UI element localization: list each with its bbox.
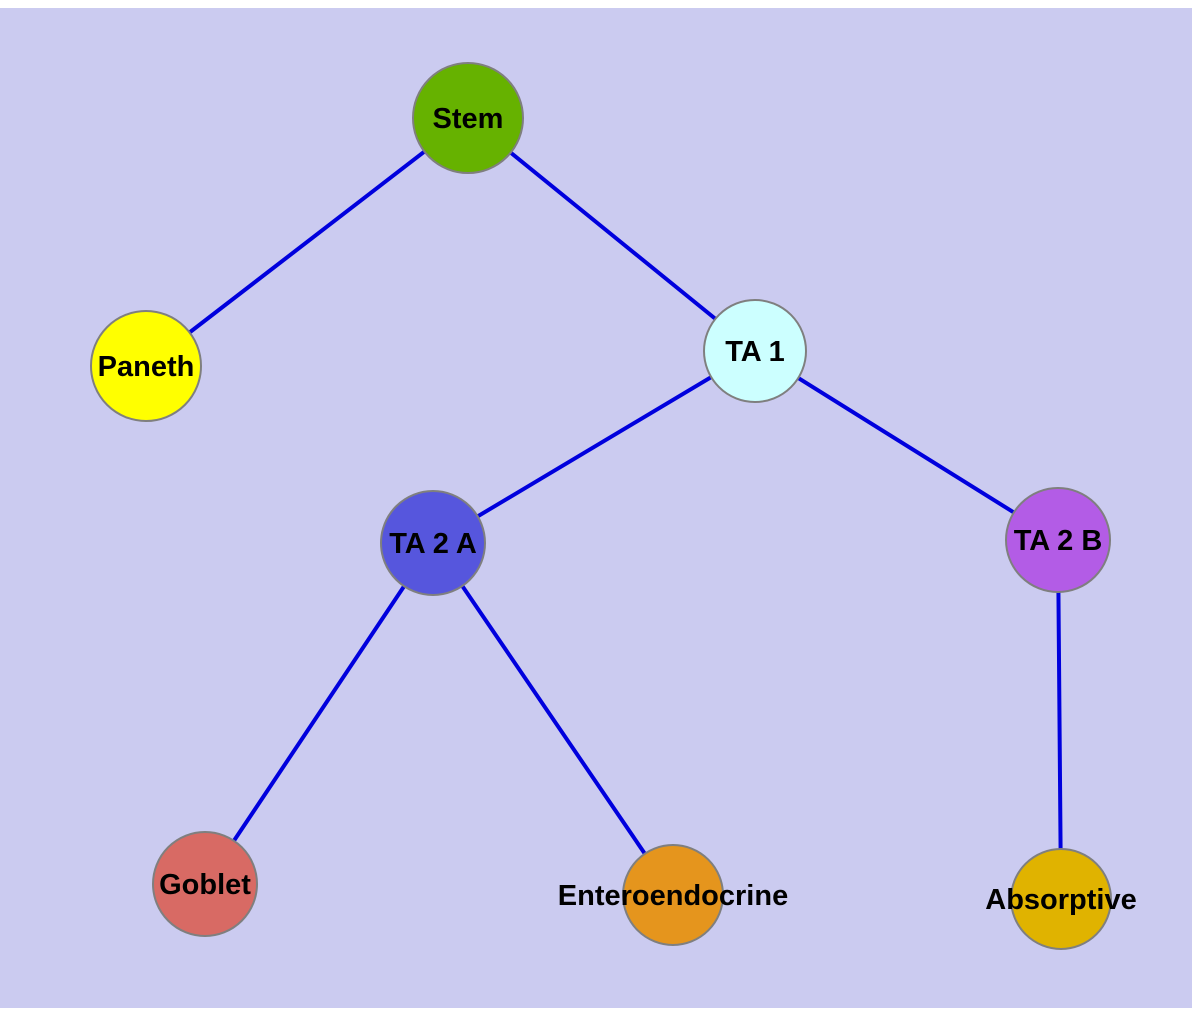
edge-ta2b-absorptive	[1056, 538, 1063, 901]
node-paneth[interactable]: Paneth	[90, 310, 202, 422]
node-ta2a[interactable]: TA 2 A	[380, 490, 486, 596]
node-goblet[interactable]: Goblet	[152, 831, 258, 937]
node-ta2b[interactable]: TA 2 B	[1005, 487, 1111, 593]
edge-ta1-ta2b	[753, 349, 1060, 542]
edge-ta1-ta2a	[431, 349, 757, 545]
node-circle-paneth[interactable]	[90, 310, 202, 422]
node-circle-stem[interactable]	[412, 62, 524, 174]
node-circle-goblet[interactable]	[152, 831, 258, 937]
edge-stem-paneth	[144, 116, 470, 368]
node-ta1[interactable]: TA 1	[703, 299, 807, 403]
node-circle-ta2b[interactable]	[1005, 487, 1111, 593]
node-circle-ta1[interactable]	[703, 299, 807, 403]
edge-ta2a-goblet	[203, 541, 435, 886]
node-circle-ta2a[interactable]	[380, 490, 486, 596]
node-stem[interactable]: Stem	[412, 62, 524, 174]
edge-ta2a-enteroendocrine	[431, 541, 675, 897]
node-circle-absorptive[interactable]	[1010, 848, 1112, 950]
node-circle-enteroendocrine[interactable]	[622, 844, 724, 946]
edge-stem-ta1	[466, 116, 757, 353]
